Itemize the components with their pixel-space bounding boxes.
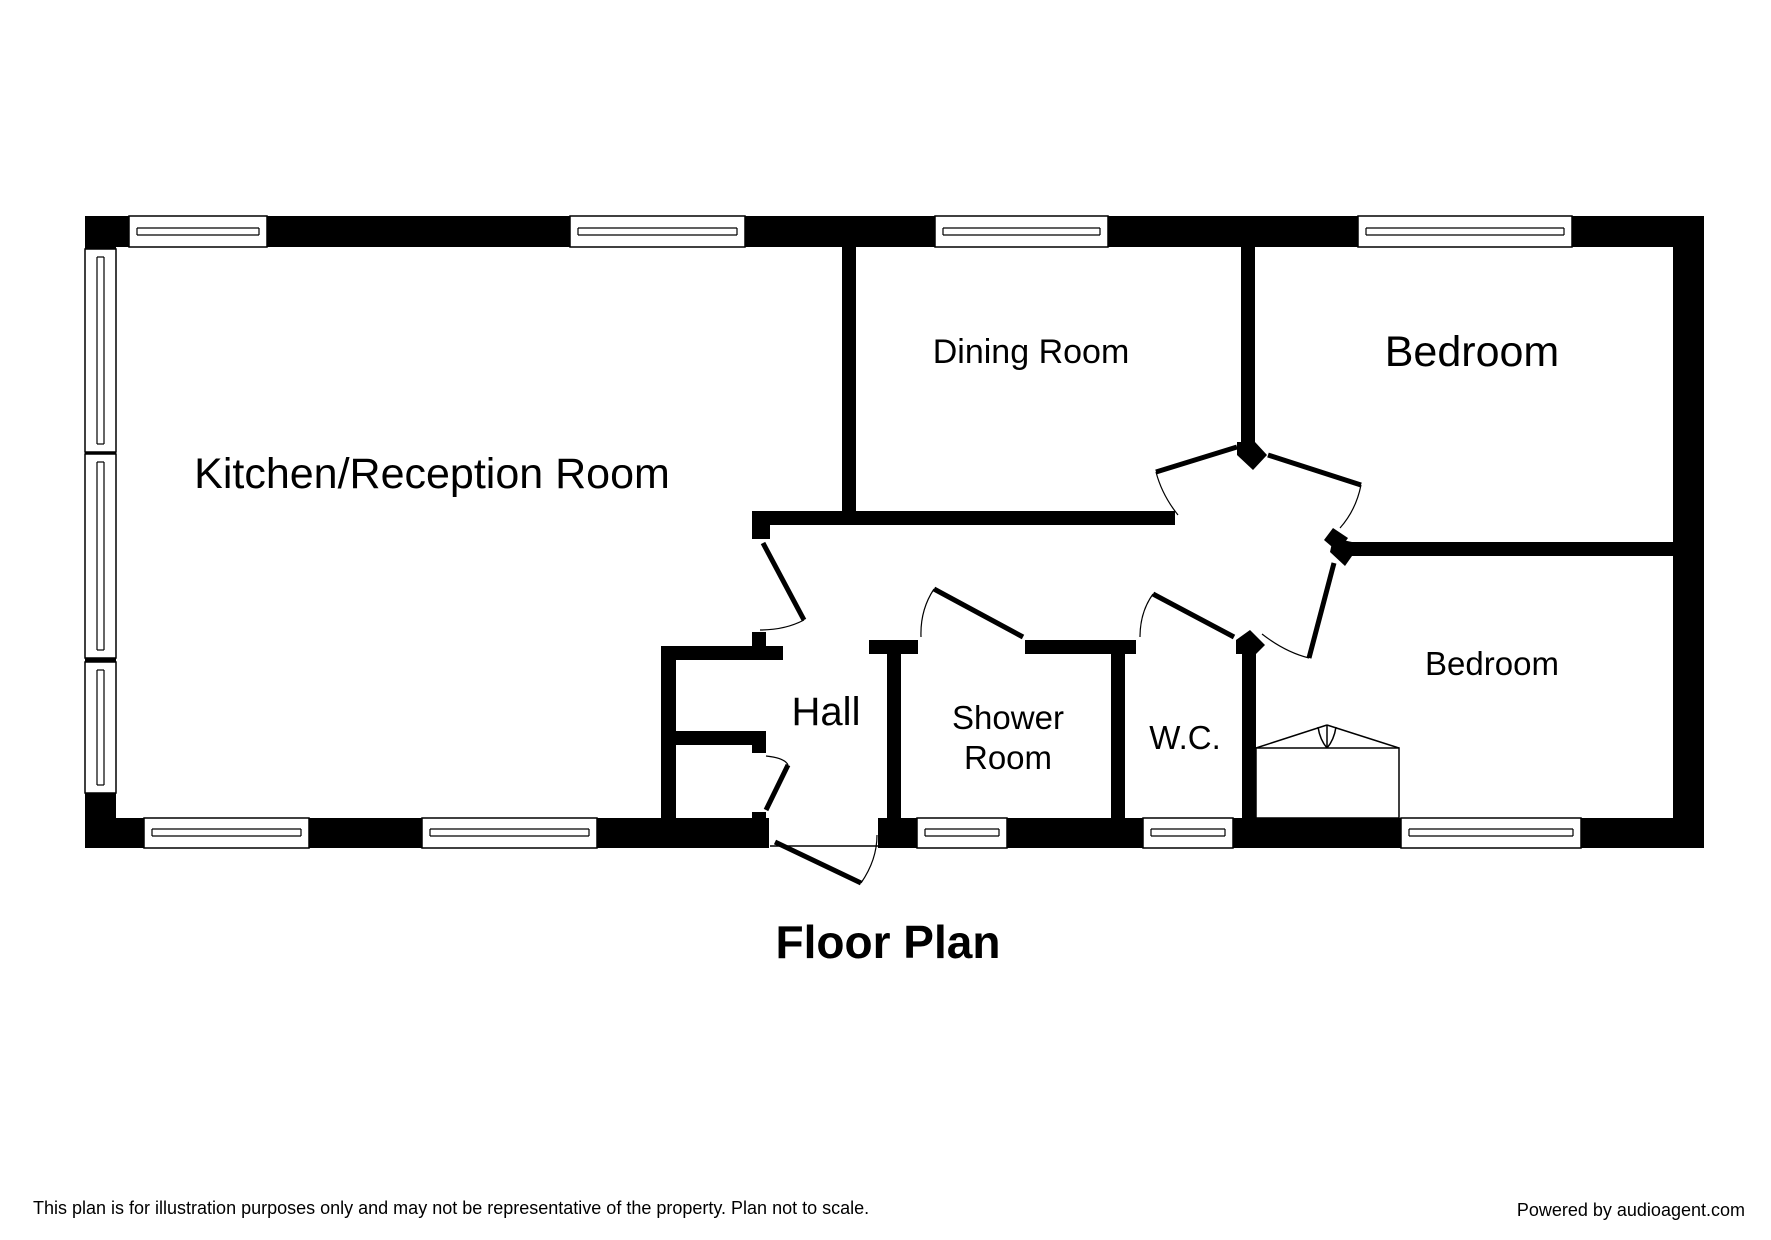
wall-stub-cupboard-top <box>752 632 766 660</box>
label-wc: W.C. <box>1149 719 1221 756</box>
wall-shower-east <box>1111 640 1125 822</box>
wall-shower-east-cap <box>1111 640 1136 654</box>
wall-wc-east <box>1242 640 1256 822</box>
door-cupboard <box>763 755 791 812</box>
wall-stub-hall-north <box>752 511 770 539</box>
door-dining <box>1155 444 1238 516</box>
plan-title: Floor Plan <box>776 916 1001 968</box>
window-bottom-1 <box>143 817 310 849</box>
room-labels: Kitchen/Reception Room Dining Room Bedro… <box>194 328 1559 776</box>
window-bottom-4 <box>1142 817 1234 849</box>
door-kitchen-hall <box>759 541 807 631</box>
doors <box>759 444 1362 886</box>
label-shower-room-line-2: Room <box>964 739 1052 776</box>
wall-right <box>1673 216 1704 848</box>
label-bedroom-2: Bedroom <box>1425 645 1559 682</box>
window-top-1 <box>128 215 268 248</box>
window-left-1 <box>84 248 117 453</box>
wall-bedroom-west <box>1241 246 1255 442</box>
label-hall: Hall <box>792 690 861 734</box>
powered-by-text: Powered by audioagent.com <box>1516 1200 1745 1220</box>
wall-dining-west <box>842 246 856 512</box>
wall-cupboard-mid <box>661 731 765 745</box>
wall-bedrooms-divider <box>1352 542 1674 556</box>
wall-stub-cupboard-bottom <box>752 812 766 822</box>
window-bottom-2 <box>421 817 598 849</box>
door-shower <box>920 586 1025 640</box>
windows <box>84 215 1582 849</box>
label-kitchen-reception-room: Kitchen/Reception Room <box>194 450 670 498</box>
wall-shower-west <box>887 640 901 822</box>
wall-corner-wc <box>1236 630 1265 654</box>
label-dining-room: Dining Room <box>933 333 1130 371</box>
window-top-2 <box>569 215 746 248</box>
wall-shower-top-left <box>869 640 918 654</box>
wall-shower-top-right <box>1025 640 1135 654</box>
window-bottom-5 <box>1400 817 1582 849</box>
wall-dining-south <box>752 511 1175 525</box>
door-bedroom-1 <box>1267 452 1362 529</box>
wall-stub-cupboard-mid <box>752 731 766 753</box>
window-left-2 <box>84 453 117 659</box>
door-front-entrance <box>770 834 878 886</box>
interior-walls <box>661 246 1674 822</box>
door-bedroom-2 <box>1261 562 1337 659</box>
wall-corner-bedroom <box>1237 442 1267 470</box>
wardrobe <box>1255 724 1400 819</box>
window-top-4 <box>1357 215 1573 248</box>
window-top-3 <box>934 215 1109 248</box>
label-bedroom-1: Bedroom <box>1385 328 1559 376</box>
label-shower-room-line-1: Shower <box>952 699 1064 736</box>
window-left-3 <box>84 661 117 794</box>
door-wc <box>1139 591 1236 640</box>
disclaimer-text: This plan is for illustration purposes o… <box>33 1198 870 1218</box>
wall-corner-bedroom2-b <box>1324 528 1348 552</box>
window-bottom-3 <box>916 817 1008 849</box>
